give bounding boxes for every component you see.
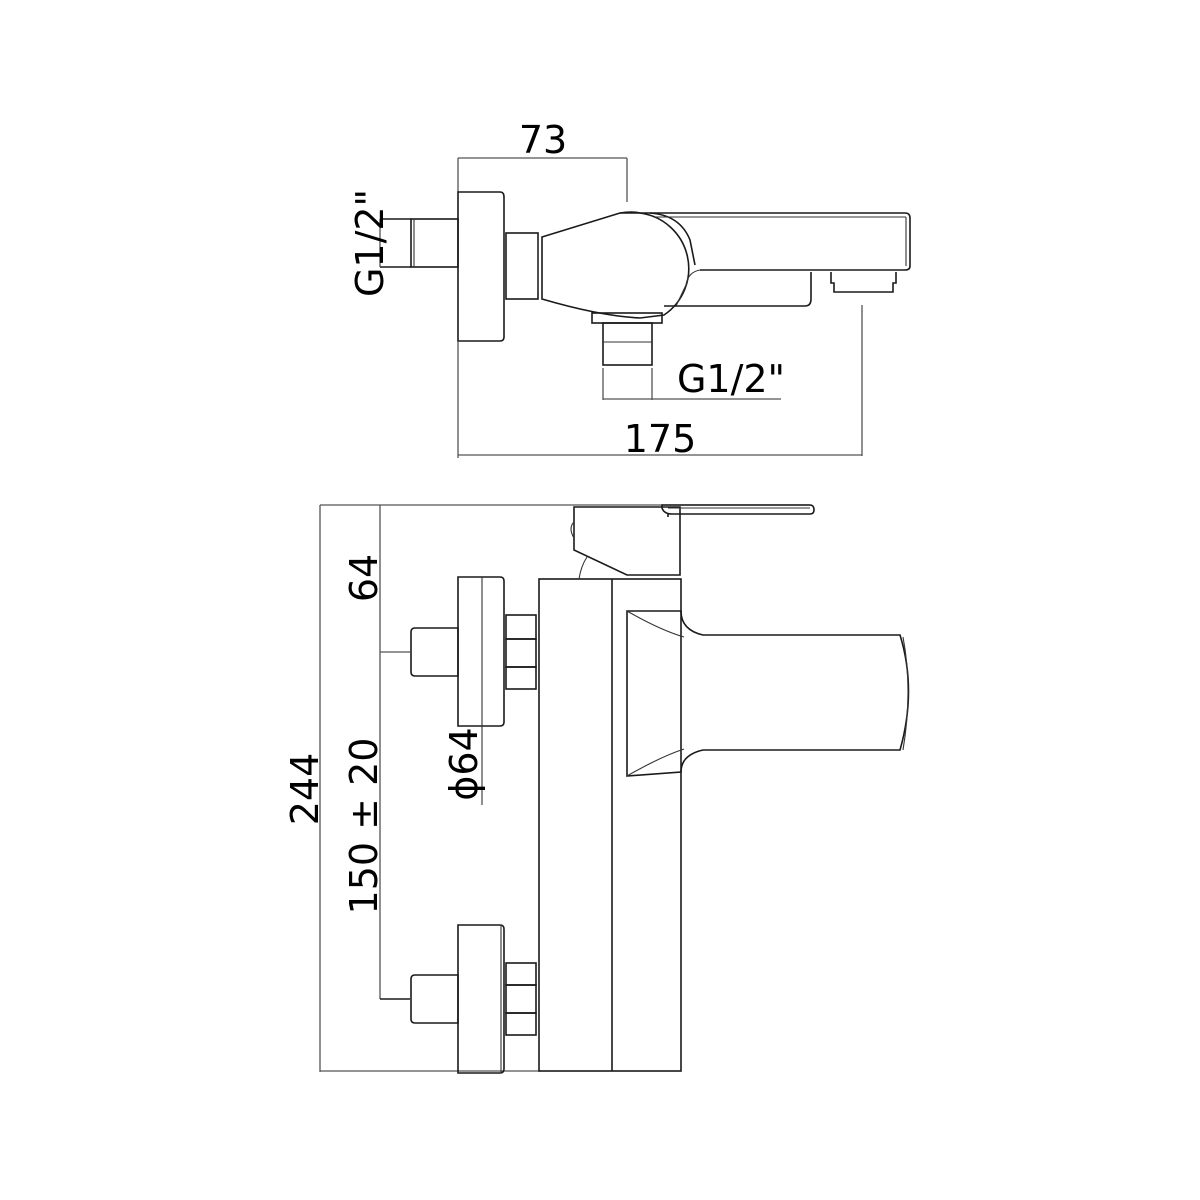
dim-label-175: 175 <box>624 417 697 461</box>
wall-flange <box>457 191 505 458</box>
lever-handle <box>570 504 815 580</box>
top-view: 73 G1/2" <box>348 118 911 461</box>
dim-label-g12-left: G1/2" <box>348 189 392 297</box>
dim-73: 73 <box>457 118 628 202</box>
dim-label-244: 244 <box>283 753 327 826</box>
dim-label-64: 64 <box>342 554 386 602</box>
upper-inlet: ϕ64 <box>410 576 537 805</box>
mixer-body-front <box>538 578 682 1072</box>
spout-front <box>626 610 910 777</box>
bottom-outlet: G1/2" <box>591 312 785 401</box>
front-view: 244 64 150 ± 20 ϕ64 <box>283 504 910 1074</box>
dim-175: 175 <box>458 305 863 461</box>
dim-label-phi64: ϕ64 <box>442 727 486 800</box>
dim-label-73: 73 <box>519 118 567 162</box>
dim-label-150-20: 150 ± 20 <box>342 738 386 915</box>
dim-label-g12-bottom: G1/2" <box>677 357 785 401</box>
nut-top <box>505 232 539 300</box>
dim-244: 244 <box>283 505 541 1072</box>
lower-inlet <box>410 924 537 1074</box>
dim-64-150: 64 150 ± 20 <box>342 505 410 1000</box>
mixer-body-top <box>541 211 911 319</box>
